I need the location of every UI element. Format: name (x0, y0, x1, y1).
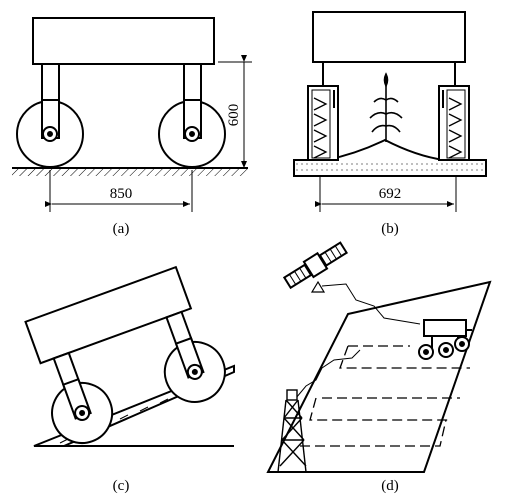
crop-plant (369, 72, 403, 142)
field-rows (300, 345, 470, 447)
signal-line-tower (295, 349, 361, 399)
caption-d: (d) (381, 478, 399, 494)
caption-a: (a) (113, 221, 130, 237)
width-dimension (315, 176, 457, 212)
ground-hatch (12, 169, 248, 176)
vehicle-body (32, 17, 215, 65)
left-wheel (51, 377, 114, 444)
radio-tower-icon (277, 389, 307, 473)
left-track (307, 85, 339, 161)
vehicle-body (312, 11, 466, 63)
height-dimension (218, 55, 252, 168)
panel-d (266, 241, 492, 473)
satellite-icon (282, 241, 349, 290)
right-wheel (158, 99, 226, 168)
width-label-a: 850 (110, 186, 133, 202)
panel-b (293, 11, 487, 212)
tilted-vehicle (24, 265, 226, 444)
caption-b: (b) (381, 221, 399, 237)
panel-a (12, 17, 252, 212)
signal-line (321, 283, 421, 325)
right-track (438, 85, 470, 161)
field-robot (418, 319, 472, 360)
right-wheel (163, 336, 226, 403)
height-label-a: 600 (226, 104, 242, 127)
left-wheel (16, 99, 84, 168)
vehicle-body (24, 265, 193, 365)
width-label-b: 692 (379, 186, 402, 202)
width-dimension (45, 170, 193, 212)
panel-c (24, 265, 235, 447)
caption-c: (c) (113, 478, 130, 494)
